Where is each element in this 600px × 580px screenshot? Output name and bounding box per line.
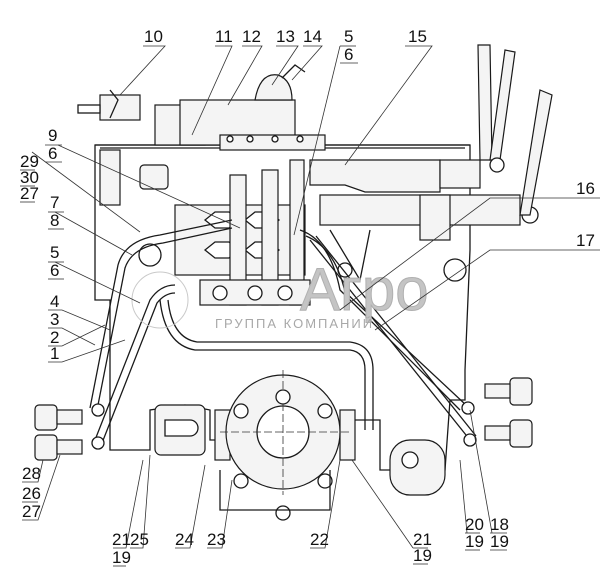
callout-11: 11 (215, 27, 233, 46)
callout-29: 29 (20, 152, 39, 171)
callout-8: 8 (50, 211, 59, 230)
callout-9: 9 (48, 126, 57, 145)
callout-21-right: 21 (413, 530, 432, 549)
callout-labels: 10 11 12 13 14 5 6 15 16 17 9 6 29 30 27… (20, 27, 595, 567)
callout-20: 20 (465, 515, 484, 534)
callout-19-right: 19 (413, 546, 432, 565)
callout-10: 10 (144, 27, 163, 46)
leader-lines (20, 45, 600, 567)
callout-4: 4 (50, 292, 59, 311)
callout-3: 3 (50, 310, 59, 329)
callout-20-19: 19 (465, 532, 484, 551)
callout-6-left: 6 (50, 261, 59, 280)
callout-26: 26 (22, 484, 41, 503)
watermark: Агро ГРУППА КОМПАНИЙ (131, 256, 429, 331)
callout-2: 2 (50, 328, 59, 347)
callout-13: 13 (276, 27, 295, 46)
callout-5-top: 5 (344, 27, 353, 46)
callout-23: 23 (207, 530, 226, 549)
callout-5-left: 5 (50, 243, 59, 262)
callout-1: 1 (50, 344, 59, 363)
callout-28: 28 (22, 464, 41, 483)
callout-18-19: 19 (490, 532, 509, 551)
watermark-brand: Агро (300, 256, 429, 323)
callout-14: 14 (303, 27, 322, 46)
callout-9-6: 6 (48, 144, 57, 163)
callout-25: 25 (130, 530, 149, 549)
callout-7: 7 (50, 193, 59, 212)
callout-24: 24 (175, 530, 194, 549)
callout-30: 30 (20, 168, 39, 187)
callout-19-left: 19 (112, 548, 131, 567)
callout-22: 22 (310, 530, 329, 549)
distributor-block (174, 159, 311, 306)
callout-6-top: 6 (344, 45, 353, 64)
callout-15: 15 (408, 27, 427, 46)
callout-27-top: 27 (20, 184, 39, 203)
callout-18: 18 (490, 515, 509, 534)
pump (154, 370, 446, 521)
callout-12: 12 (242, 27, 261, 46)
callout-17: 17 (576, 231, 595, 250)
callout-16: 16 (576, 179, 595, 198)
watermark-subtitle: ГРУППА КОМПАНИЙ (215, 316, 374, 331)
pipes (34, 219, 533, 461)
callout-21-left: 21 (112, 530, 131, 549)
callout-27-bottom: 27 (22, 502, 41, 521)
